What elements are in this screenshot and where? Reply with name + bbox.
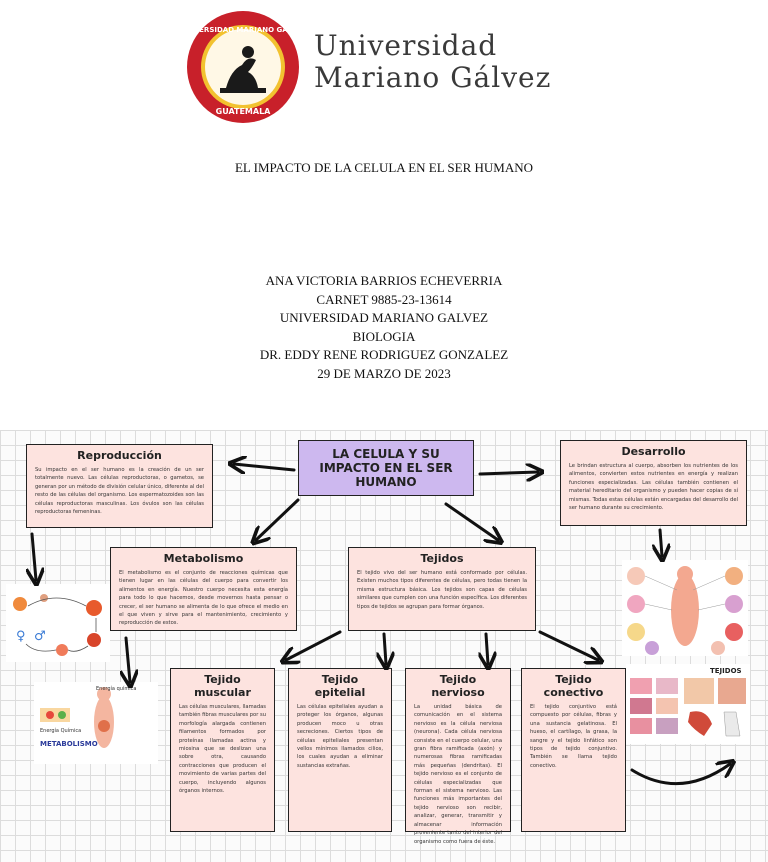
box-tejido-epitelial: Tejido epitelial Las células epiteliales… [288,668,392,832]
box-reproduccion-title: Reproducción [77,449,162,462]
metabolism-energy-label: Energía química [96,685,136,692]
box-tejido-nervioso-text: La unidad básica de comunicación en el s… [414,704,502,845]
seal-bottom-text: GUATEMALA [216,107,272,116]
box-reproduccion: Reproducción Su impacto en el ser humano… [26,444,213,528]
box-tejido-muscular-text: Las células musculares, llamadas también… [179,704,266,795]
author-block: ANA VICTORIA BARRIOS ECHEVERRIA CARNET 9… [0,272,768,383]
body-cells-image [622,560,748,656]
box-desarrollo-text: Le brindan estructura al cuerpo, absorbe… [569,463,738,512]
reproduction-cycle-image: ♀ ♂ [6,584,110,662]
box-tejido-muscular: Tejido muscular Las células musculares, … [170,668,275,832]
box-tejido-nervioso-title: Tejido nervioso [431,673,485,699]
box-tejido-epitelial-text: Las células epiteliales ayudan a protege… [297,704,383,769]
university-name: Universidad Mariano Gálvez [314,30,614,94]
teacher: DR. EDDY RENE RODRIGUEZ GONZALEZ [259,347,509,362]
box-tejidos-text: El tejido vivo del ser humano está confo… [357,570,527,610]
box-tejido-nervioso: Tejido nervioso La unidad básica de comu… [405,668,511,845]
box-tejido-conectivo-title: Tejido conectivo [543,673,604,699]
carnet: CARNET 9885-23-13614 [316,291,452,307]
box-reproduccion-text: Su impacto en el ser humano es la creaci… [35,467,204,516]
box-tejido-muscular-title: Tejido muscular [194,673,251,699]
tissues-label: TEJIDOS [710,667,742,675]
box-tejido-epitelial-title: Tejido epitelial [314,673,366,699]
box-tejidos-title: Tejidos [420,552,464,565]
university-seal: UNIVERSIDAD MARIANO GALVEZ GUATEMALA [180,10,306,124]
document-title: EL IMPACTO DE LA CELULA EN EL SER HUMANO [234,160,534,175]
author-name: ANA VICTORIA BARRIOS ECHEVERRIA [265,273,503,288]
box-desarrollo: Desarrollo Le brindan estructura al cuer… [560,440,747,526]
date: 29 DE MARZO DE 2023 [317,365,451,381]
institution: UNIVERSIDAD MARIANO GALVEZ [279,310,489,325]
course: BIOLOGIA [352,328,416,344]
map-center-title: LA CELULA Y SU IMPACTO EN EL SER HUMANO [298,440,474,496]
tissues-image: TEJIDOS [626,664,750,744]
metabolism-label: METABOLISMO [40,740,98,748]
box-tejido-conectivo-text: El tejido conjuntivo está compuesto por … [530,704,617,769]
box-metabolismo-text: El metabolismo es el conjunto de reaccio… [119,570,288,627]
metabolism-image: Energía química Energía Química METABOLI… [34,682,158,764]
box-metabolismo-title: Metabolismo [163,552,244,565]
university-name-line1: Universidad [314,29,498,62]
seal-top-text: UNIVERSIDAD MARIANO GALVEZ [186,26,300,34]
svg-text:♀: ♀ [16,629,26,644]
box-tejidos: Tejidos El tejido vivo del ser humano es… [348,547,536,631]
box-tejido-conectivo: Tejido conectivo El tejido conjuntivo es… [521,668,626,832]
university-name-line2: Mariano Gálvez [314,61,552,94]
svg-text:♂: ♂ [34,629,46,644]
box-metabolismo: Metabolismo El metabolismo es el conjunt… [110,547,297,631]
box-desarrollo-title: Desarrollo [621,445,686,458]
metabolism-left-label: Energía Química [40,727,81,734]
